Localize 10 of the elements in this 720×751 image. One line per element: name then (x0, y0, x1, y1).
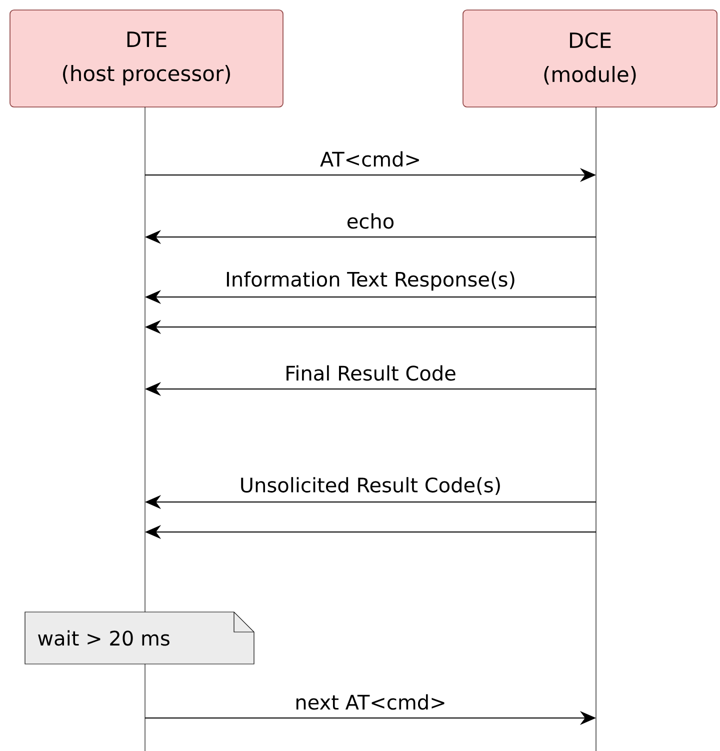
message-label: echo (348, 213, 394, 229)
message-label: Unsolicited Result Code(s) (241, 477, 500, 495)
note: wait > 20 ms (24, 612, 254, 664)
lifeline (144, 106, 146, 751)
participant-box: DTE (host processor) (10, 10, 284, 108)
participant-box: DCE (module) (462, 10, 718, 108)
message-label: AT<cmd> (320, 151, 419, 167)
message-label: Information Text Response(s) (226, 271, 514, 291)
message-label: next AT<cmd> (296, 694, 444, 710)
message-label: Final Result Code (286, 365, 456, 381)
